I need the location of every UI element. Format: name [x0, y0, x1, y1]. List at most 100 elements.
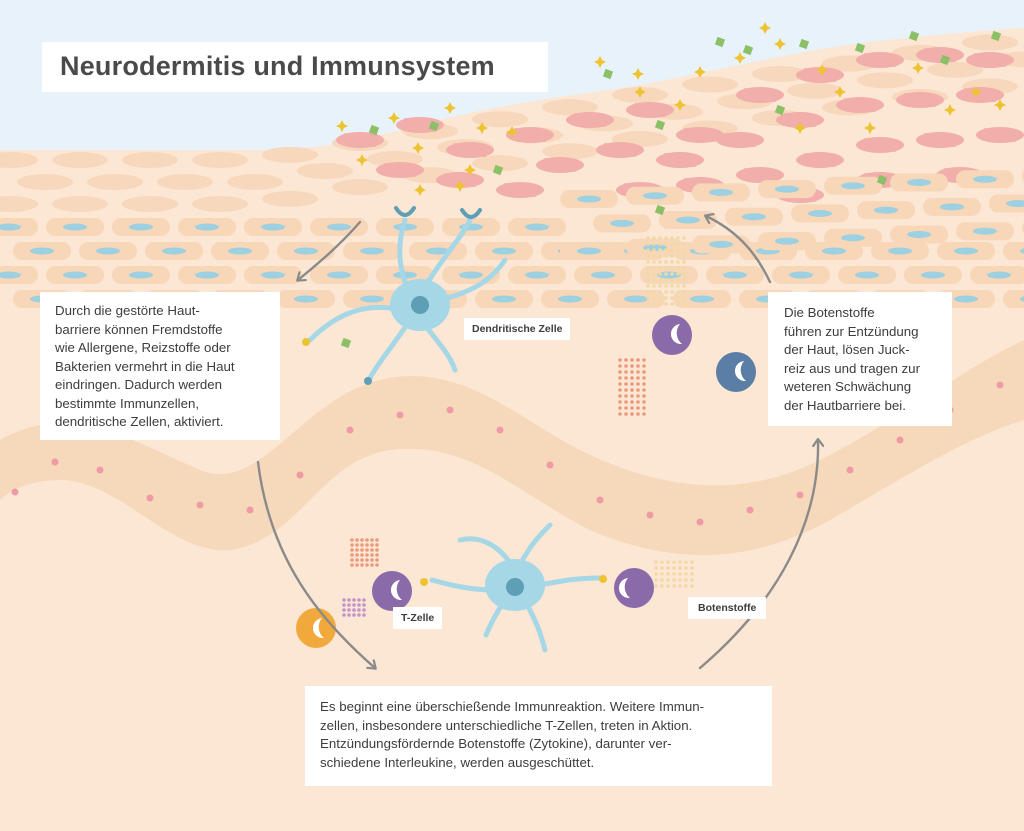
cytokine-dot	[658, 260, 662, 264]
cytokine-dot	[660, 566, 664, 570]
allergen-square	[774, 104, 786, 116]
spinous-nucleus	[459, 271, 483, 279]
cytokine-dot	[676, 248, 680, 252]
inflamed-cell-tip	[1001, 61, 1007, 67]
inflamed-cell-tip	[923, 48, 929, 54]
cytokine-dot	[618, 382, 622, 386]
cytokine-dot	[670, 266, 674, 270]
cytokine-dot	[646, 302, 650, 306]
allergen-star	[632, 68, 644, 80]
effect-line: der Hautbarriere bei.	[784, 397, 906, 413]
inflamed-cell-tip	[771, 96, 777, 102]
horny-cell	[157, 174, 213, 190]
cytokine-dot	[676, 296, 680, 300]
spinous-nucleus	[327, 271, 351, 279]
inflamed-cell-tip	[443, 173, 449, 179]
cytokine-dot	[670, 242, 674, 246]
cytokine-dot	[652, 242, 656, 246]
allergen-star	[864, 122, 876, 134]
basal-nucleus	[696, 518, 704, 526]
spinous-nucleus	[690, 295, 714, 303]
cytokine-dot	[682, 266, 686, 270]
inflamed-cell-tip	[683, 128, 689, 134]
spinous-nucleus	[129, 271, 153, 279]
spinous-nucleus	[841, 182, 865, 190]
inflamed-cell-tip	[453, 143, 459, 149]
cytokine-dot	[630, 406, 634, 410]
spinous-nucleus	[327, 223, 351, 231]
inflamed-cell-tip	[943, 168, 949, 174]
cytokine-dot	[350, 563, 354, 567]
allergen-star	[759, 22, 771, 34]
allergen-star	[994, 99, 1006, 111]
allergen-star	[594, 56, 606, 68]
cytokine-dot	[654, 578, 658, 582]
intro-line: Durch die gestörte Haut-	[55, 303, 200, 318]
cytokine-dot	[672, 560, 676, 564]
cytokine-dot	[652, 236, 656, 240]
spinous-nucleus	[1006, 200, 1024, 208]
cytokine-dot	[652, 260, 656, 264]
cytokine-dot	[360, 553, 364, 557]
cytokine-dot	[624, 412, 628, 416]
cytokine-dot	[684, 560, 688, 564]
inflamed-cell	[976, 127, 1024, 143]
cytokine-dot	[636, 388, 640, 392]
cytokine-dot	[636, 412, 640, 416]
cytokine-dot	[664, 272, 668, 276]
cytokine-dot	[350, 558, 354, 562]
cytokine-dot	[664, 284, 668, 288]
allergen-star	[674, 99, 686, 111]
horny-cell	[787, 82, 843, 99]
spinous-nucleus	[294, 295, 318, 303]
spinous-nucleus	[841, 234, 865, 242]
cytokine-dots	[342, 236, 694, 617]
cytokine-dot	[347, 613, 351, 617]
cytokine-dot	[672, 566, 676, 570]
cytokine-dot	[636, 358, 640, 362]
cytokine-dot	[375, 543, 379, 547]
cytokine-dot	[664, 248, 668, 252]
basal-nucleus	[51, 458, 59, 466]
cytokine-dot	[360, 548, 364, 552]
inflamed-cell	[896, 92, 944, 108]
cytokine-dot	[365, 558, 369, 562]
basal-nucleus	[246, 506, 254, 514]
cytokine-dot	[375, 558, 379, 562]
page-title: Neurodermitis und Immunsystem	[60, 51, 495, 81]
inflamed-cell-tip	[503, 183, 509, 189]
cytokine-dot	[682, 278, 686, 282]
intro-line: dendritische Zellen, aktiviert.	[55, 414, 224, 429]
cytokine-dot	[652, 266, 656, 270]
spinous-nucleus	[591, 271, 615, 279]
inflamed-cell-tip	[481, 151, 487, 157]
cytokine-dot	[618, 388, 622, 392]
cytokine-dot	[682, 290, 686, 294]
cytokine-dot	[352, 598, 356, 602]
allergen-star	[794, 122, 806, 134]
cytokine-dot	[642, 406, 646, 410]
allergen-star	[454, 180, 466, 192]
basal-nucleus	[11, 488, 19, 496]
cytokine-dot	[652, 254, 656, 258]
cytokine-dot	[660, 584, 664, 588]
cytokine-dot	[676, 236, 680, 240]
cytokine-dot	[370, 553, 374, 557]
allergen-star	[634, 86, 646, 98]
inflamed-cell-tip	[871, 106, 877, 112]
cytokine-dot	[350, 538, 354, 542]
spinous-nucleus	[1020, 248, 1024, 254]
inflamed-cell-tip	[983, 128, 989, 134]
spinous-nucleus	[954, 295, 978, 303]
allergen-square	[854, 42, 866, 54]
spinous-nucleus	[195, 271, 219, 279]
inflamed-cell-tip	[751, 141, 757, 147]
horny-cell	[542, 99, 598, 116]
spinous-nucleus	[0, 223, 21, 231]
inflamed-cell	[336, 132, 384, 148]
effect-line: führen zur Entzündung	[784, 323, 919, 339]
cytokine-dot	[670, 296, 674, 300]
horny-cell	[682, 76, 738, 93]
inflamed-cell	[916, 47, 964, 63]
